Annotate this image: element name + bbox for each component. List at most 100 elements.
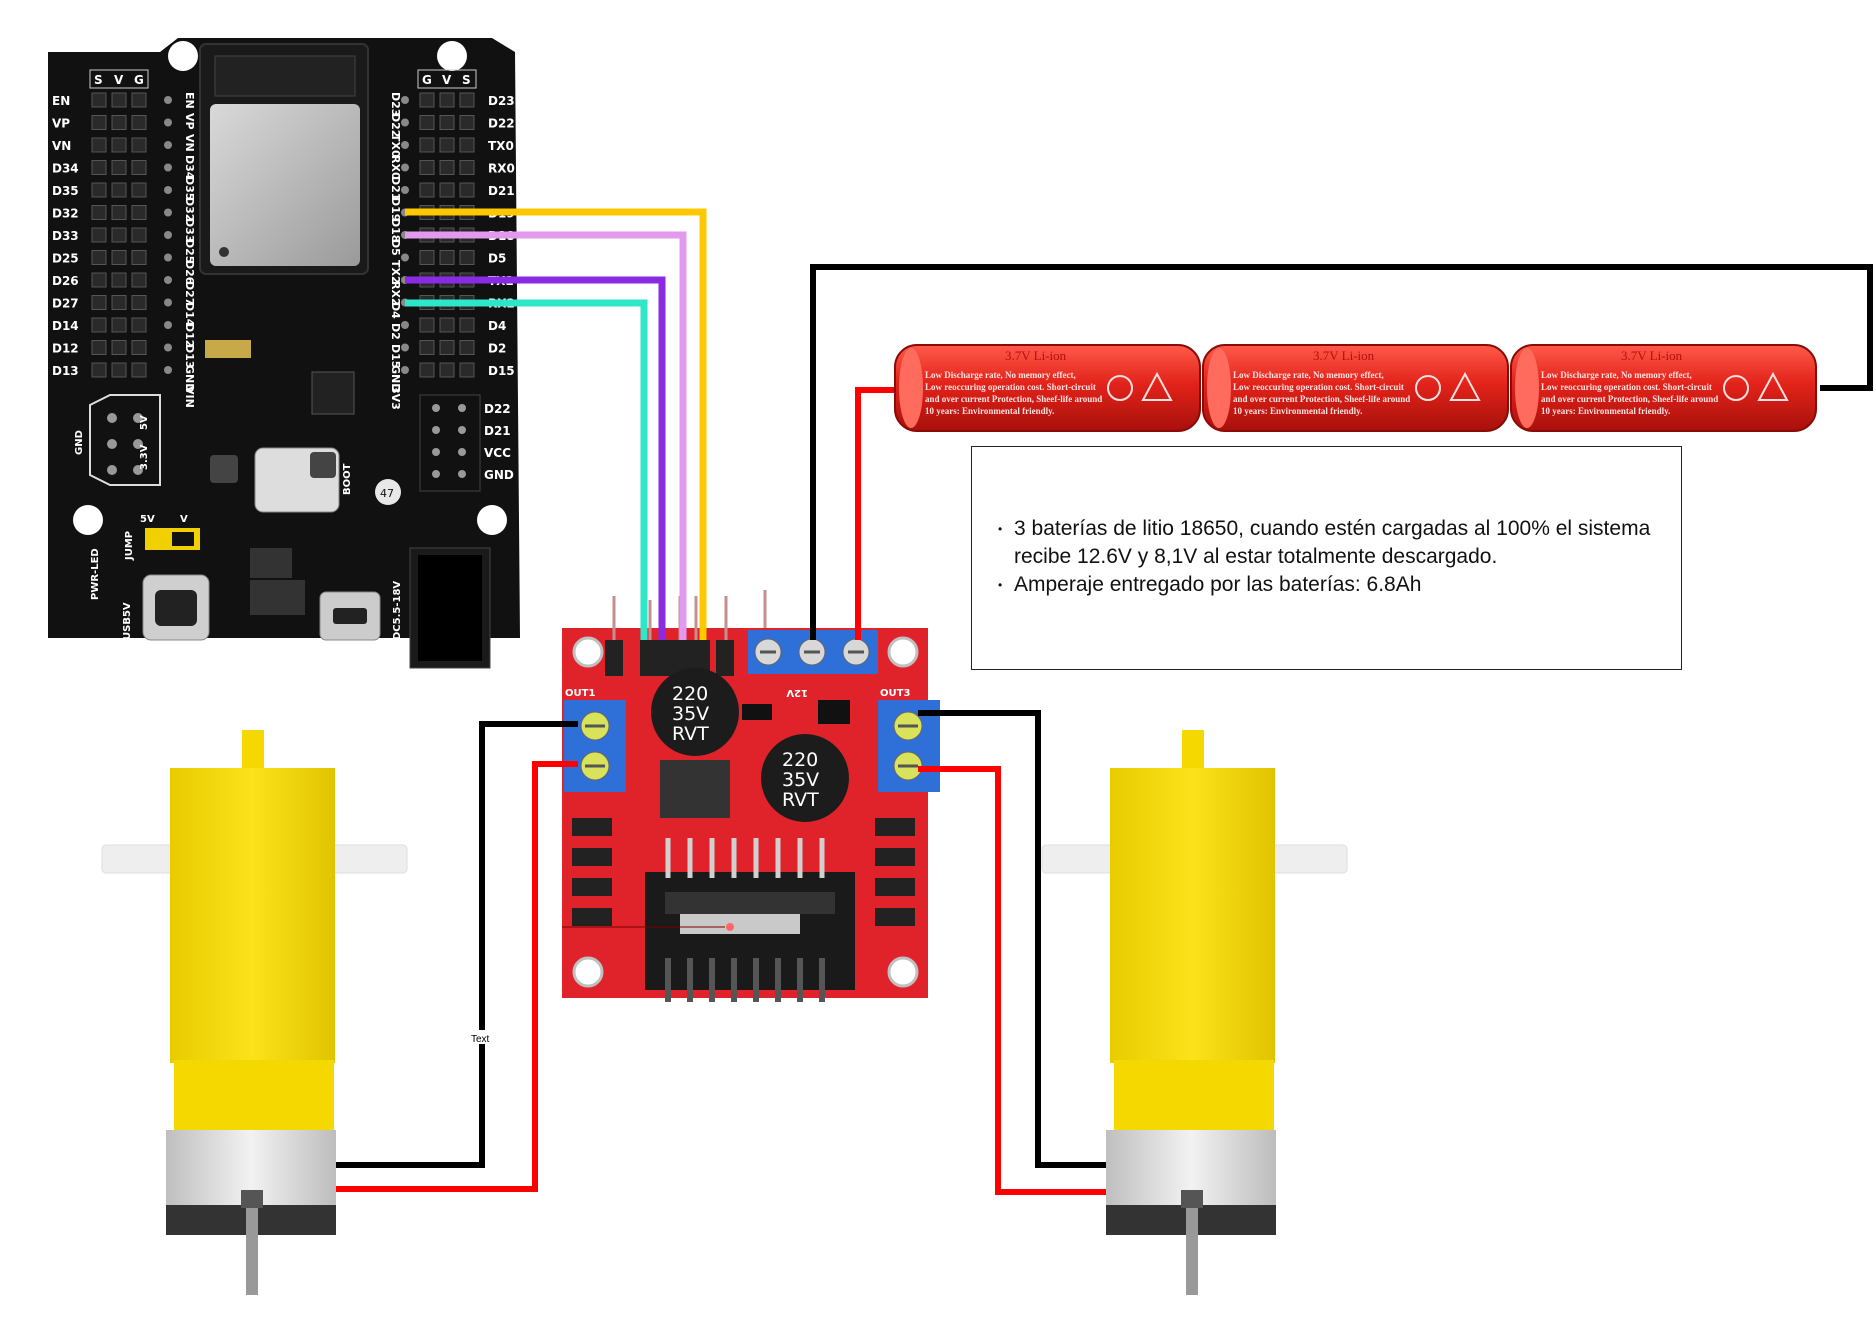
diode (875, 878, 915, 896)
pwr-led-label: PWR-LED (90, 548, 101, 600)
gearbox-base (174, 1060, 334, 1135)
header-pin (419, 250, 435, 265)
header-pin (131, 227, 147, 243)
header-pin (131, 340, 147, 355)
diode (572, 818, 612, 836)
esp32-pin-label: D35 (52, 184, 79, 198)
esp32-inner-label: VIN (183, 386, 196, 408)
esp32-inner-label: D14 (183, 302, 196, 327)
header-pin (419, 340, 435, 355)
header-pin (439, 182, 455, 198)
header-pin (131, 182, 147, 198)
header-pin (439, 317, 455, 333)
header-pin (111, 317, 127, 333)
motor-shaft-top (242, 730, 264, 770)
pin-hole (133, 465, 143, 475)
mount-hole (572, 956, 604, 988)
mount-hole (572, 636, 604, 668)
recycle-icon (1415, 375, 1441, 401)
esp32-inner-left-labels: ENVPVND34D35D32D33D25D26D27D14D12D13GNDV… (183, 92, 196, 408)
esp32-inner-label: D27 (183, 281, 196, 305)
wire-cyan (405, 299, 648, 640)
esp32-pin-label: TX0 (488, 139, 514, 153)
diode (572, 908, 612, 926)
diode (572, 878, 612, 896)
battery-body (1202, 344, 1509, 432)
svg-text:220: 220 (782, 749, 818, 771)
esp32-pin-label: D23 (488, 94, 515, 108)
pin-hole (164, 253, 172, 262)
esp32-pin-label: D25 (52, 252, 79, 266)
header-pin (131, 92, 147, 108)
esp32-pin-label: EN (52, 94, 70, 108)
esp32-pin-label: D4 (488, 319, 506, 333)
header-pin (91, 182, 107, 198)
pin-hole (164, 343, 172, 352)
voltage-regulator (660, 760, 730, 818)
pin-hole (458, 426, 466, 434)
esp32-inner-label: 3V3 (389, 386, 402, 410)
header-pin (419, 115, 435, 130)
esp32-pin-label: D15 (488, 364, 515, 378)
esp32-pin-label: D21 (484, 424, 511, 438)
header-pin (419, 362, 435, 378)
battery-cap (1207, 348, 1231, 428)
header-label: G (422, 73, 432, 87)
pin-hole (164, 208, 172, 217)
header-pin (111, 205, 127, 220)
esp32-inner-label: D26 (183, 260, 196, 285)
pin-hole (164, 231, 172, 239)
battery-body (894, 344, 1201, 432)
capacitor-47 (375, 479, 401, 505)
header-pin (439, 92, 455, 108)
svg-text:220: 220 (672, 683, 708, 705)
motor-b-black-wire (918, 710, 1112, 1168)
regulator (250, 548, 292, 578)
pin-hole (401, 321, 409, 329)
header-pin (111, 115, 127, 130)
header-pin (111, 295, 127, 310)
header-pin (439, 340, 455, 355)
header-pin (91, 272, 107, 288)
svg-text:35V: 35V (672, 703, 709, 725)
power-header-outline (89, 394, 161, 486)
out1-label: OUT1 (565, 688, 595, 699)
header-pin (91, 340, 107, 355)
pin-hole (401, 141, 409, 149)
battery-text: and over current Protection, Sheef-life … (1541, 394, 1718, 404)
header-labels-left: S V G (89, 69, 149, 89)
header-pin (419, 92, 435, 108)
esp32-pin-label: D22 (484, 402, 511, 416)
gearbox-base (1114, 1060, 1274, 1135)
header-pin (91, 160, 107, 175)
jumper-v-label: V (180, 514, 188, 525)
battery-text: Low Discharge rate, No memory effect, (1541, 370, 1692, 380)
esp32-pin-label: D34 (52, 162, 79, 176)
header-pin (91, 227, 107, 243)
battery-body (1510, 344, 1817, 432)
header-pin (131, 295, 147, 310)
mount-hole (168, 41, 198, 71)
header-pin (111, 160, 127, 175)
header-pin (91, 92, 107, 108)
pin-hole (164, 141, 172, 149)
out3-label: OUT3 (880, 688, 910, 699)
motor-a-black-wire (335, 721, 578, 1168)
capacitor-2: 220 35V RVT (761, 734, 849, 822)
pin-hole (401, 96, 409, 104)
header-pin (91, 295, 107, 310)
motor-bushing (1181, 1190, 1203, 1208)
mount-hole (437, 41, 467, 71)
pin-hole (401, 343, 409, 352)
esp32-pin-label: D13 (52, 364, 79, 378)
info-item-batteries: 3 baterías de litio 18650, cuando estén … (994, 515, 1674, 571)
wire-purple (405, 276, 666, 640)
pin-hole (107, 439, 117, 449)
header-pin (131, 160, 147, 175)
signal-wires (405, 208, 707, 640)
pin-hole (107, 465, 117, 475)
pin-hole (164, 321, 172, 329)
